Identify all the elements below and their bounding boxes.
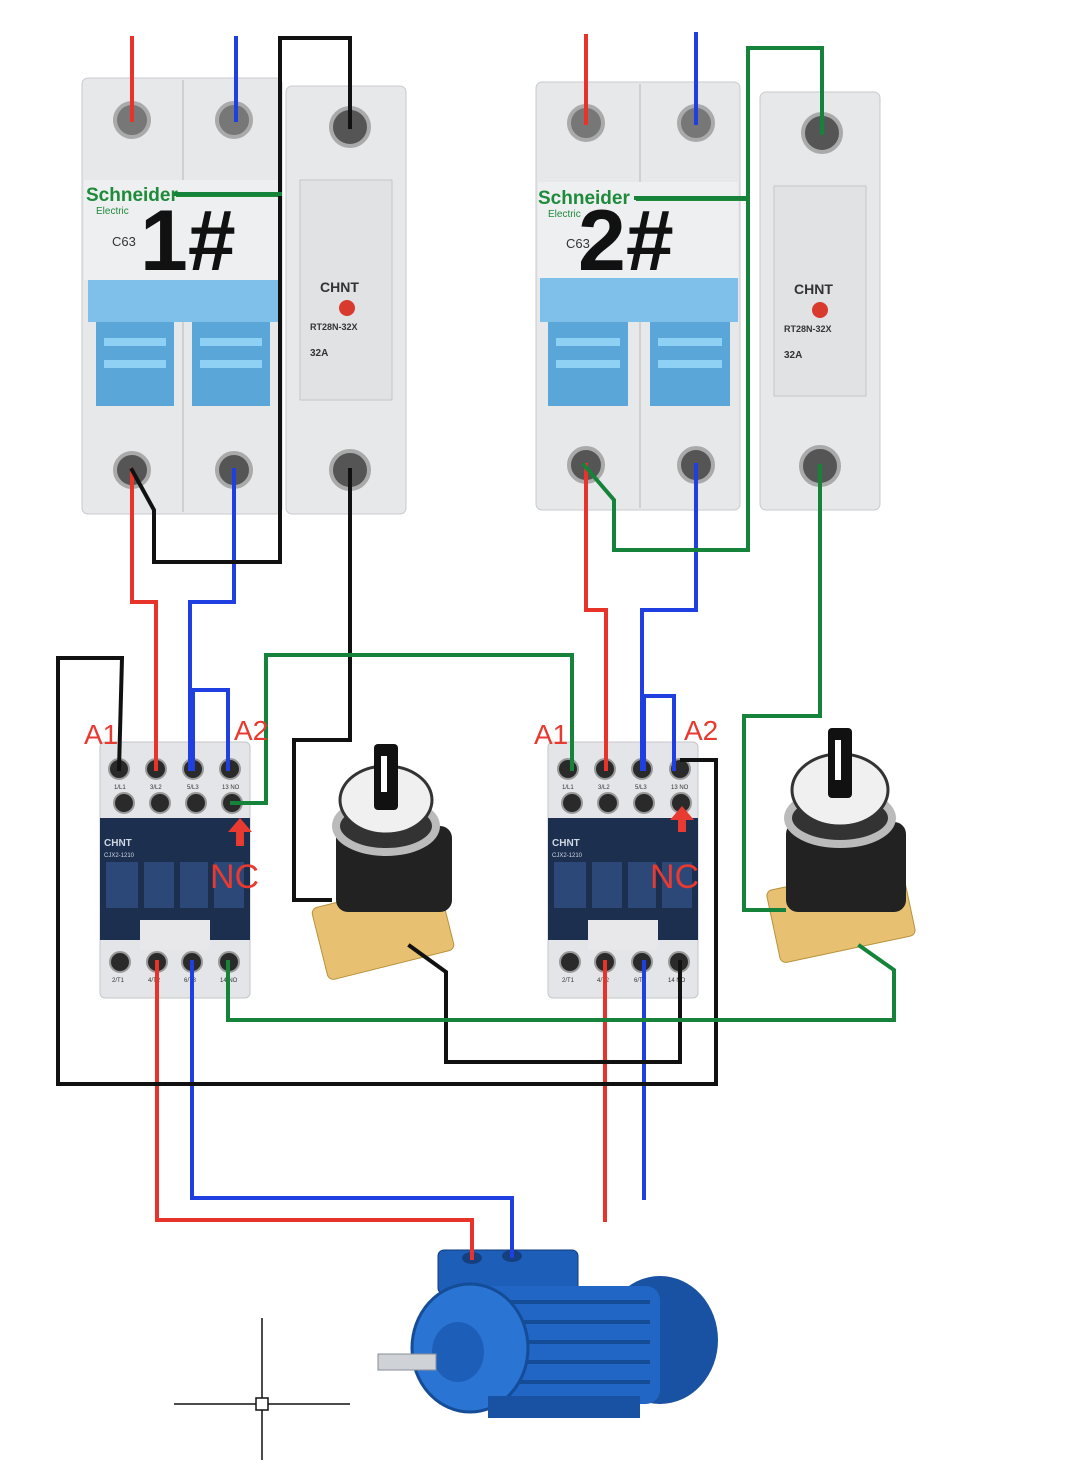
contactor-1-term-mid-1 — [113, 792, 135, 814]
contactor-2-term-bot-1 — [559, 951, 581, 973]
contactor-1-term-mid-2 — [149, 792, 171, 814]
annotations: A1 A2 A1 A2 NC NC — [84, 715, 718, 896]
wires — [56, 32, 896, 1260]
fuse-1-brand: CHNT — [320, 279, 359, 295]
contactor-2-brand: CHNT — [552, 838, 580, 849]
wire-red-1-breaker-to-contactor — [130, 468, 158, 771]
contactor-1-brand: CHNT — [104, 838, 132, 849]
wire-black-a1-outer — [56, 656, 718, 1086]
fuse-1-model: RT28N-32X — [310, 322, 358, 332]
contactor-2-top-label-3: 5/L3 — [635, 785, 647, 791]
contactor-2-bot-label-4: 14 NO — [668, 978, 686, 984]
breaker-2-label: 2# — [578, 193, 674, 289]
wire-blue-2-bridge — [642, 694, 676, 771]
nc-right-arrow-icon — [670, 806, 694, 832]
contactor-1-model: CJX2-1210 — [104, 853, 135, 859]
motor — [377, 1249, 718, 1418]
breaker-2-handle[interactable] — [540, 278, 738, 322]
breaker-2-brand: Schneider — [538, 188, 630, 209]
contactor-1-term-bot-1 — [109, 951, 131, 973]
breaker-1-brand: Schneider — [86, 185, 178, 206]
wire-black-switch1-to-contactor2 — [407, 943, 682, 1064]
label-nc-right: NC — [650, 858, 699, 896]
breaker-1-model: C63 — [112, 234, 136, 249]
breaker-2-sub: Electric — [548, 209, 581, 220]
breaker-2-model: C63 — [566, 236, 590, 251]
wire-green-switch2-to-contactor1 — [226, 943, 896, 1022]
fuse-1-indicator — [339, 300, 355, 316]
wire-blue-2-breaker-to-contactor — [640, 463, 698, 771]
fuse-2-model: RT28N-32X — [784, 324, 832, 334]
crosshair-cursor-icon — [174, 1318, 350, 1460]
contactor-2-term-mid-3 — [633, 792, 655, 814]
contactor-2-bot-label-1: 2/T1 — [562, 978, 575, 984]
fuse-2-brand: CHNT — [794, 281, 833, 297]
wire-blue-motor — [190, 960, 514, 1258]
wire-black-fuse1-to-switch1 — [292, 468, 352, 902]
wire-blue-1-bridge — [191, 688, 230, 771]
wire-red-2-breaker-to-contactor — [584, 463, 608, 771]
fuse-2-cover[interactable] — [773, 185, 867, 397]
motor-shaft — [377, 1353, 437, 1371]
contactor-1-top-label-4: 13 NO — [222, 785, 240, 791]
contactor-2-top-label-4: 13 NO — [671, 785, 689, 791]
fuse-2-indicator — [812, 302, 828, 318]
fuse-2-rating: 32A — [784, 350, 802, 361]
wire-red-motor — [155, 960, 474, 1260]
fuse-1-cover[interactable] — [299, 179, 393, 401]
label-nc-left: NC — [210, 858, 259, 896]
wire-black-fuse1-loop — [129, 36, 352, 564]
breaker-unit-2: Schneider Electric C63 CHNT RT28N-32X 32… — [535, 81, 881, 511]
contactor-1-bot-label-1: 2/T1 — [112, 978, 125, 984]
label-a2-left: A2 — [234, 715, 268, 746]
contactor-2-term-top-1 — [557, 758, 579, 780]
contactor-1-top-label-2: 3/L2 — [150, 785, 162, 791]
contactor-2: CHNT CJX2-1210 1/L1 3/L2 5/L3 13 NO 2/T1… — [547, 741, 699, 999]
selector-switch-2[interactable] — [766, 728, 916, 964]
contactor-1-term-mid-3 — [185, 792, 207, 814]
wire-green-contactor1-to-contactor2 — [230, 653, 574, 805]
contactor-1-top-label-1: 1/L1 — [114, 785, 126, 791]
contactor-1-bot-label-2: 4/T2 — [148, 978, 161, 984]
wire-green-fuse2-loop — [581, 46, 824, 552]
breaker-1-handle[interactable] — [88, 280, 278, 322]
breaker-1-sub: Electric — [96, 206, 129, 217]
selector-switch-1[interactable] — [311, 744, 455, 981]
nc-left-arrow-icon — [228, 818, 252, 846]
contactor-2-term-mid-2 — [597, 792, 619, 814]
contactor-2-bot-label-3: 6/T3 — [634, 978, 647, 984]
breaker-unit-1: Schneider Electric C63 CHNT RT28N-32X 32… — [81, 77, 407, 515]
breaker-1-label: 1# — [140, 193, 236, 289]
label-a1-right: A1 — [534, 719, 568, 750]
contactor-2-top-label-1: 1/L1 — [562, 785, 574, 791]
contactor-2-top-label-2: 3/L2 — [598, 785, 610, 791]
contactor-2-model: CJX2-1210 — [552, 853, 583, 859]
contactor-1-top-label-3: 5/L3 — [187, 785, 199, 791]
wire-blue-1-breaker-to-contactor — [188, 468, 236, 771]
label-a2-right: A2 — [684, 715, 718, 746]
fuse-1-rating: 32A — [310, 348, 328, 359]
wire-green-fuse2-to-switch2 — [742, 464, 822, 912]
contactor-2-term-mid-1 — [561, 792, 583, 814]
label-a1-left: A1 — [84, 719, 118, 750]
